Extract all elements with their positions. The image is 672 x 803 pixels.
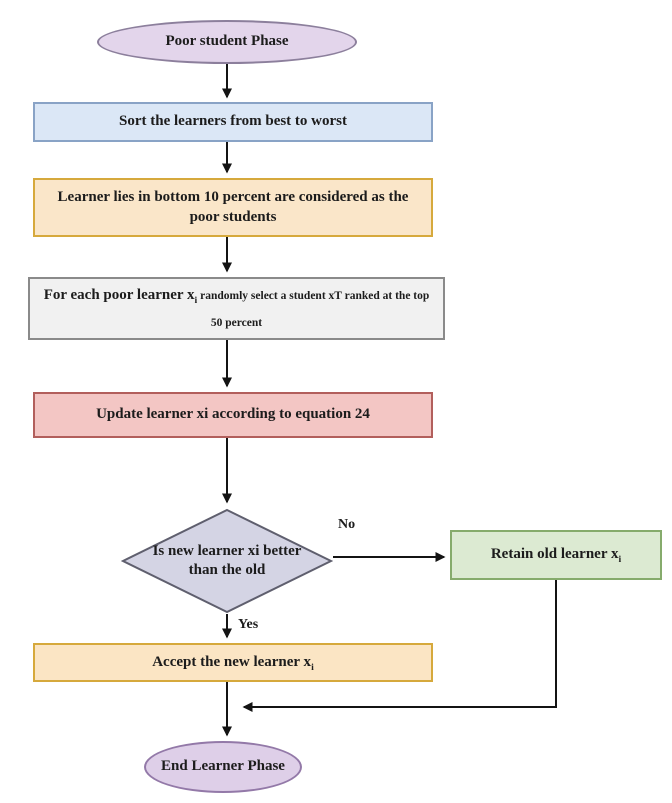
accept-label: Accept the new learner xi [152,653,314,673]
accept-subscript: i [311,661,314,673]
node-start-terminator: Poor student Phase [97,20,357,64]
select-student-label: For each poor learner xi randomly select… [40,282,433,336]
retain-subscript: i [618,554,622,566]
node-retain-process: Retain old learner xi [450,530,662,580]
edge-label-yes: Yes [238,617,259,632]
retain-text: Retain old learner x [490,546,619,563]
node-sort-process: Sort the learners from best to worst [33,102,433,142]
node-select-student-process: For each poor learner xi randomly select… [28,277,445,340]
bottom10-label: Learner lies in bottom 10 percent are co… [57,189,409,225]
decision-label: Is new learner xi better than the old [152,542,302,579]
diamond-shape [121,508,333,614]
select-lead-text: For each poor learner x [43,286,195,303]
end-label: End Learner Phase [161,758,285,775]
retain-label: Retain old learner xi [491,545,621,565]
update-label: Update learner xi according to equation … [96,406,370,423]
select-rest-text: randomly select a student xT ranked at t… [197,289,430,329]
edge-label-no: No [338,517,356,532]
select-lead-subscript: i [194,294,198,306]
node-update-process: Update learner xi according to equation … [33,392,433,438]
accept-text: Accept the new learner x [152,653,312,670]
start-label: Poor student Phase [165,33,289,50]
node-end-terminator: End Learner Phase [144,741,302,793]
sort-label: Sort the learners from best to worst [119,113,347,130]
node-bottom10-process: Learner lies in bottom 10 percent are co… [33,178,433,237]
node-decision-diamond: Is new learner xi better than the old [121,508,333,614]
node-accept-process: Accept the new learner xi [33,643,433,682]
